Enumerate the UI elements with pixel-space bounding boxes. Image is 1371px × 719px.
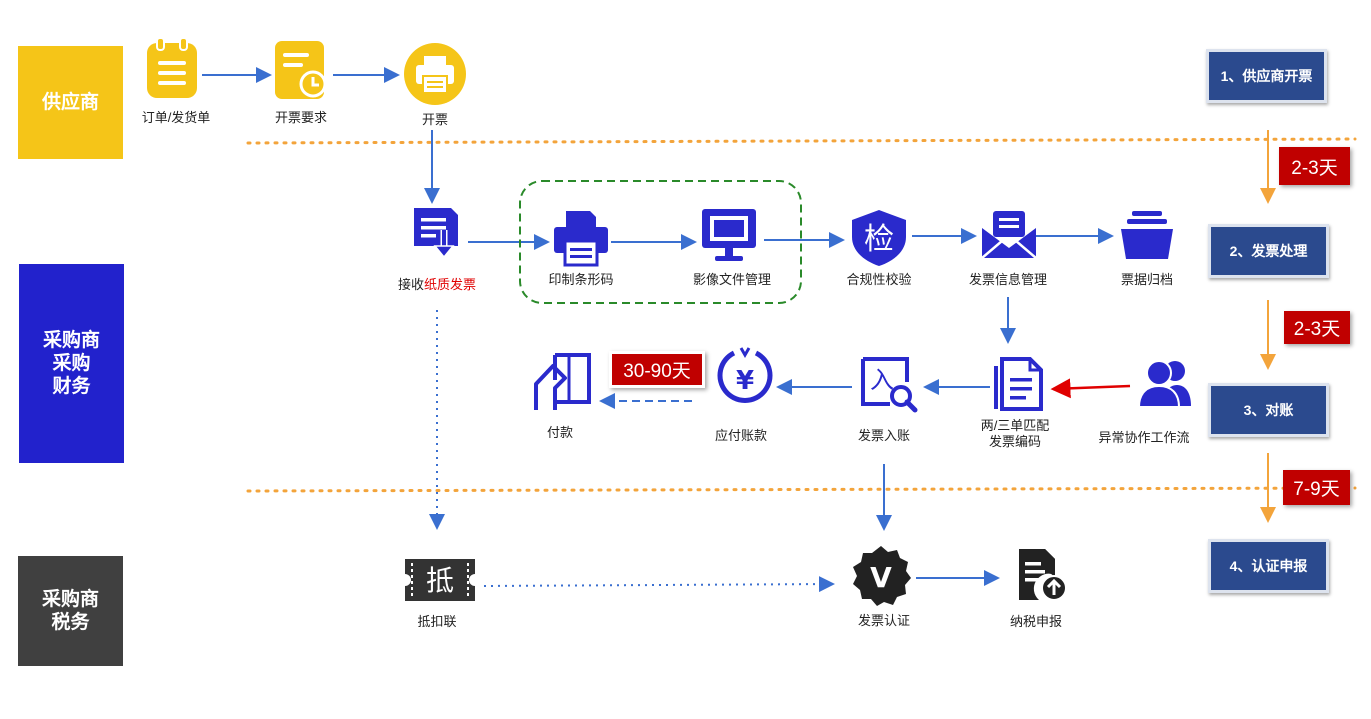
duration-badge-3: 7-9天 bbox=[1283, 470, 1350, 505]
check-glyph: 检 bbox=[864, 222, 894, 257]
node-label-image-management: 影像文件管理 bbox=[692, 272, 771, 287]
node-label-compliance: 合规性校验 bbox=[846, 272, 912, 287]
printer-circle-icon bbox=[403, 42, 467, 106]
node-label-archive: 票据归档 bbox=[1120, 272, 1173, 287]
receive-text: 接收 bbox=[397, 277, 424, 292]
shield-check-icon: 检 bbox=[849, 209, 909, 267]
arrow-deduction-to-verify bbox=[483, 576, 835, 593]
node-label-barcode: 印制条形码 bbox=[548, 272, 614, 287]
step-box-2: 2、发票处理 bbox=[1208, 224, 1329, 278]
payment-term-badge: 30-90天 bbox=[609, 351, 705, 388]
separator-line-bottom bbox=[246, 486, 1357, 493]
deduction-ticket-icon: 抵 bbox=[403, 557, 477, 603]
printer-icon bbox=[552, 209, 610, 267]
lane-purchaser-finance: 采购商 采购 财务 bbox=[19, 264, 124, 463]
yen-glyph: ¥ bbox=[736, 366, 754, 396]
node-label-match-2: 发票编码 bbox=[988, 434, 1041, 449]
node-label-order: 订单/发货单 bbox=[141, 110, 211, 125]
node-label-invoice-request: 开票要求 bbox=[274, 110, 327, 125]
lane-purchaser-tax: 采购商 税务 bbox=[18, 556, 123, 666]
node-label-exception: 异常协作工作流 bbox=[1098, 430, 1190, 445]
yen-circle-icon: ¥ bbox=[716, 347, 774, 407]
tax-upload-icon bbox=[1015, 547, 1069, 603]
lane-supplier: 供应商 bbox=[18, 46, 123, 159]
step-box-3: 3、对账 bbox=[1208, 383, 1329, 437]
monitor-icon bbox=[700, 207, 758, 263]
node-label-receive: 接收纸质发票 bbox=[382, 277, 492, 293]
paper-invoice-highlight: 纸质发票 bbox=[424, 277, 477, 292]
ticket-search-icon: 入 bbox=[860, 356, 918, 414]
ticket-glyph: 入 bbox=[870, 366, 894, 394]
step-box-1: 1、供应商开票 bbox=[1206, 49, 1327, 103]
verified-badge-icon: V bbox=[850, 545, 912, 607]
archive-tray-icon bbox=[1118, 209, 1176, 261]
node-label-deduction: 抵扣联 bbox=[417, 614, 457, 629]
arrow-exception-to-match bbox=[1050, 378, 1131, 399]
node-label-verify: 发票认证 bbox=[857, 613, 910, 628]
duration-badge-2: 2-3天 bbox=[1284, 311, 1350, 344]
users-icon bbox=[1137, 358, 1193, 408]
node-label-invoice-info: 发票信息管理 bbox=[968, 272, 1047, 287]
node-label-tax-declare: 纳税申报 bbox=[1009, 614, 1062, 629]
separator-line-top bbox=[246, 137, 1357, 145]
scan-process-group bbox=[519, 180, 802, 304]
invoice-download-icon bbox=[411, 206, 461, 262]
node-label-payment: 付款 bbox=[546, 425, 573, 440]
step-box-4: 4、认证申报 bbox=[1208, 539, 1329, 593]
node-label-posting: 发票入账 bbox=[857, 428, 910, 443]
mail-open-icon bbox=[980, 210, 1038, 260]
clipboard-icon bbox=[145, 37, 199, 100]
document-clock-icon bbox=[274, 40, 328, 100]
node-label-issue: 开票 bbox=[421, 112, 448, 127]
payment-card-icon bbox=[533, 352, 593, 412]
verify-glyph: V bbox=[870, 561, 892, 594]
duration-badge-1: 2-3天 bbox=[1279, 147, 1350, 185]
node-label-match-1: 两/三单匹配 bbox=[980, 418, 1050, 433]
deduct-glyph: 抵 bbox=[426, 564, 454, 597]
document-lines-icon bbox=[994, 356, 1046, 412]
node-label-payable: 应付账款 bbox=[714, 428, 767, 443]
